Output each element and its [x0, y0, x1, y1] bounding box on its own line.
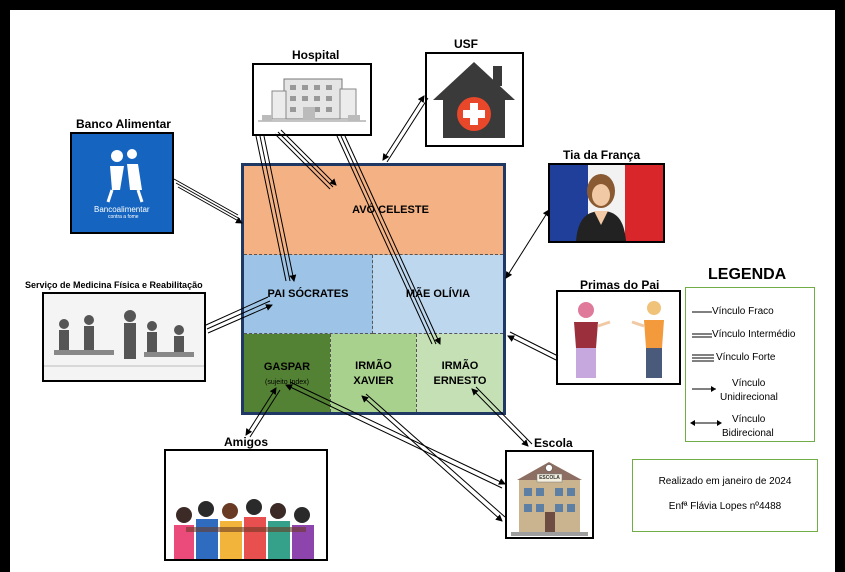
- pai-socrates-label: PAI SÓCRATES: [267, 288, 349, 300]
- gaspar-sublabel: (sujeito Index): [265, 378, 309, 386]
- banco-alimentar-label: Banco Alimentar: [76, 117, 171, 131]
- banco-alimentar-logo-icon: [106, 149, 144, 203]
- hospital-label: Hospital: [292, 48, 340, 62]
- legend-symbols: [690, 311, 722, 426]
- irmao-ernesto-box: IRMÃO ERNESTO: [416, 334, 503, 412]
- servico-medicina-picture: [42, 292, 206, 382]
- banco-alimentar-picture: Bancoalimentar contra a fome: [70, 132, 174, 234]
- physiotherapy-icon: [44, 294, 204, 380]
- primas-pai-picture: [556, 290, 681, 385]
- amigos-picture: [164, 449, 328, 561]
- authorship-note: Realizado em janeiro de 2024 Enfª Flávia…: [632, 459, 818, 532]
- avo-celeste-label: AVÓ CELESTE: [352, 204, 429, 216]
- gaspar-label: GASPAR: [263, 360, 311, 373]
- escola-label: Escola: [534, 436, 573, 450]
- legend-title: LEGENDA: [708, 266, 787, 283]
- two-women-icon: [574, 301, 664, 378]
- hospital-picture: [252, 63, 372, 136]
- school-building-icon: [511, 462, 588, 536]
- irmao-ernesto-label-1: IRMÃO: [441, 359, 479, 372]
- legend-intermedio: Vínculo Intermédio: [712, 329, 796, 340]
- hospital-icon: [258, 78, 366, 122]
- mae-olivia-box: MÃE OLÍVIA: [373, 255, 503, 334]
- irmao-xavier-box: IRMÃO XAVIER: [330, 334, 416, 412]
- legend-box: Vínculo Fraco Vínculo Intermédio Vínculo…: [685, 287, 815, 442]
- health-house-icon: [433, 62, 515, 138]
- amigos-label: Amigos: [224, 435, 269, 449]
- french-flag-woman-icon: [550, 165, 663, 241]
- pai-socrates-box: PAI SÓCRATES: [244, 255, 373, 334]
- note-date: Realizado em janeiro de 2024: [658, 476, 792, 487]
- primas-pai-label: Primas do Pai: [580, 278, 660, 292]
- legend-bidirecional-1: Vínculo: [732, 414, 766, 425]
- note-author: Enfª Flávia Lopes nº4488: [668, 501, 782, 512]
- tia-franca-picture: [548, 163, 665, 243]
- avo-celeste-box: AVÓ CELESTE: [244, 166, 503, 255]
- irmao-xavier-label-1: IRMÃO: [355, 359, 392, 372]
- irmao-ernesto-label-2: ERNESTO: [433, 374, 487, 387]
- banco-logo-text-2: contra a fome: [108, 214, 139, 220]
- escola-picture: ESCOLA: [505, 450, 594, 539]
- legend-bidirecional-2: Bidirecional: [722, 428, 774, 439]
- escola-sign-text: ESCOLA: [539, 475, 560, 481]
- irmao-xavier-label-2: XAVIER: [353, 374, 394, 387]
- legend-unidirecional-1: Vínculo: [732, 378, 766, 389]
- mae-olivia-label: MÃE OLÍVIA: [405, 288, 471, 300]
- servico-medicina-label: Serviço de Medicina Física e Reabilitaçã…: [25, 280, 203, 290]
- usf-label: USF: [454, 37, 478, 51]
- legend-unidirecional-2: Unidirecional: [720, 392, 778, 403]
- usf-picture: [425, 52, 524, 147]
- tia-franca-label: Tia da França: [563, 148, 641, 162]
- gaspar-box: GASPAR (sujeito Index): [244, 334, 330, 412]
- banco-logo-text-1: Bancoalimentar: [94, 205, 150, 214]
- legend-forte: Vínculo Forte: [716, 352, 776, 363]
- friends-group-icon: [174, 499, 314, 559]
- legend-fraco: Vínculo Fraco: [712, 306, 774, 317]
